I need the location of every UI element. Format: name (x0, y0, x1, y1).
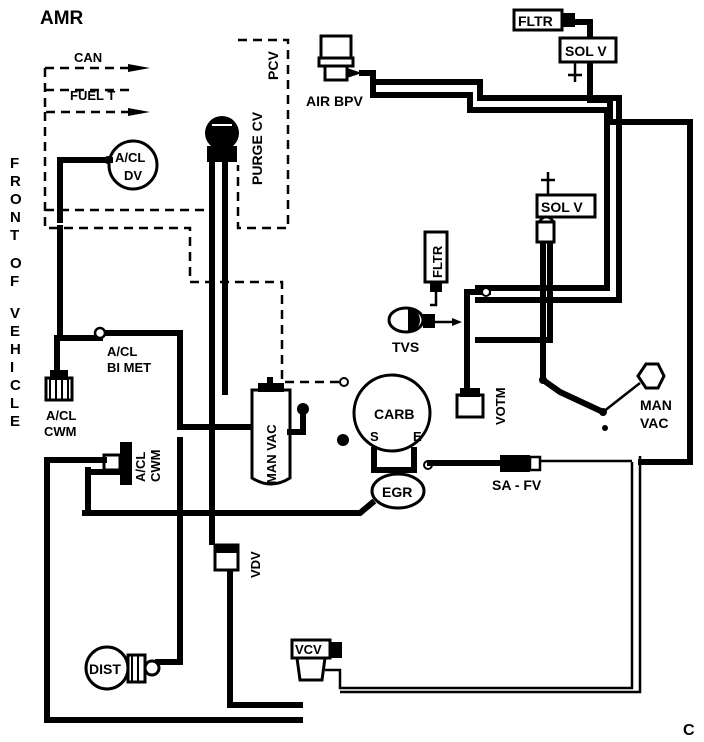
fltr-top-label: FLTR (518, 13, 553, 29)
air-bpv-label: AIR BPV (306, 93, 363, 109)
vdv-valve: VDV (213, 543, 263, 578)
egr-valve: EGR (82, 472, 426, 516)
sol-v-top-label: SOL V (565, 43, 607, 59)
sol-v-top: SOL V (558, 36, 618, 82)
acl-bi-met-label-1: A/CL (107, 344, 137, 359)
man-vac-right-label-1: MAN (640, 397, 672, 413)
svg-text:N: N (10, 209, 21, 226)
vdv-label: VDV (248, 551, 263, 578)
carb-label: CARB (374, 406, 414, 422)
acl-bi-met-label-2: BI MET (107, 360, 151, 375)
acl-cwm-center-label-1: A/CL (133, 452, 148, 482)
sa-fv-valve: SA - FV (427, 455, 632, 493)
acl-cwm-left: A/CL CWM (44, 370, 77, 439)
egr-label: EGR (382, 484, 412, 500)
svg-text:R: R (10, 173, 21, 190)
man-vac-center: MAN VAC (250, 383, 309, 486)
carb-s-label: S (370, 429, 379, 444)
distributor: DIST (84, 437, 183, 691)
svg-text:F: F (10, 273, 19, 290)
acl-cwm-left-label-2: CWM (44, 424, 77, 439)
svg-text:F: F (10, 155, 19, 172)
corner-mark: C (683, 722, 695, 739)
left-hose-lines: A/CL BI MET (54, 225, 258, 430)
acl-cwm-left-label-1: A/CL (46, 408, 76, 423)
svg-text:H: H (10, 341, 21, 358)
acl-cwm-center-label-2: CWM (148, 450, 163, 483)
right-hose-lines (359, 19, 693, 465)
svg-text:E: E (10, 323, 20, 340)
sol-v-mid-label: SOL V (541, 199, 583, 215)
tvs-switch: TVS (387, 306, 462, 355)
votm-valve: VOTM (455, 287, 508, 425)
acl-dv-bottom-label: DV (124, 168, 142, 183)
acl-cwm-center: A/CL CWM (44, 442, 303, 723)
carburetor: CARB S E (337, 373, 433, 473)
pcv-label: PCV (265, 51, 281, 80)
purge-cv-valve (205, 116, 239, 162)
carb-e-label: E (413, 429, 422, 444)
fltr-mid-label: FLTR (430, 245, 445, 278)
fltr-top: FLTR (512, 8, 575, 32)
man-vac-right-label-2: VAC (640, 415, 669, 431)
acl-dv-valve: A/CL DV (57, 139, 159, 223)
sa-fv-label: SA - FV (492, 477, 542, 493)
vcv-label: VCV (295, 642, 322, 657)
svg-text:O: O (10, 255, 22, 272)
svg-text:I: I (10, 359, 14, 376)
svg-text:T: T (10, 227, 19, 244)
front-of-vehicle-label: F R O N T O F V E H I C L E (10, 155, 22, 430)
canister-lines: CAN FUEL T (43, 50, 150, 116)
man-vac-right: MAN VAC (539, 362, 672, 431)
dist-label: DIST (89, 661, 121, 677)
purge-cv-label: PURGE CV (249, 111, 265, 185)
acl-dv-top-label: A/CL (115, 150, 145, 165)
diagram-code: AMR (40, 8, 84, 29)
air-bpv-valve: AIR BPV (306, 34, 363, 109)
center-vertical-hoses (209, 162, 303, 708)
man-vac-center-label: MAN VAC (264, 424, 279, 484)
svg-text:L: L (10, 395, 19, 412)
svg-text:C: C (10, 377, 21, 394)
fltr-mid: FLTR (423, 230, 449, 307)
vcv-valve: VCV (290, 456, 642, 694)
sol-v-mid: SOL V (535, 172, 597, 244)
svg-text:O: O (10, 191, 22, 208)
svg-text:V: V (10, 305, 20, 322)
svg-text:E: E (10, 413, 20, 430)
tvs-label: TVS (392, 339, 419, 355)
votm-label: VOTM (493, 387, 508, 425)
can-label: CAN (74, 50, 102, 65)
fuel-t-label: FUEL T (70, 88, 115, 103)
